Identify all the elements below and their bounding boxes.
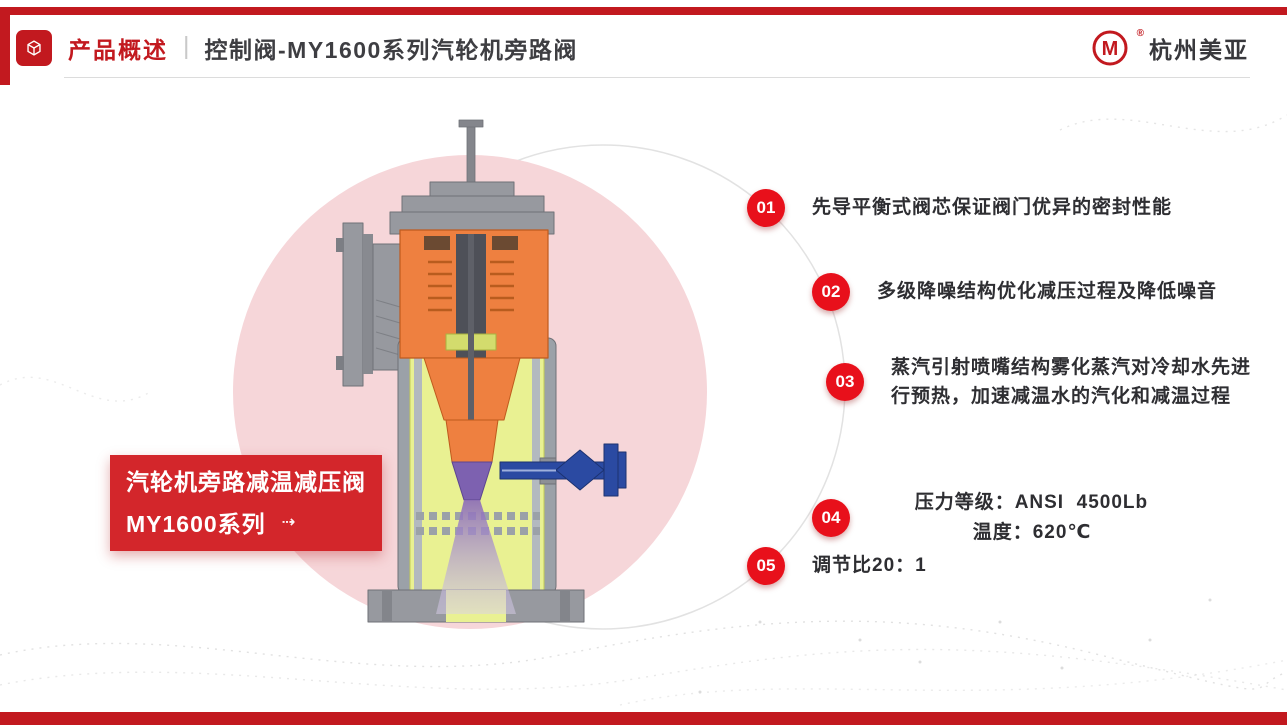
feature-text: 压力等级：ANSI 4500Lb 温度：620℃ bbox=[877, 459, 1148, 577]
brand-name: 杭州美亚 bbox=[1149, 37, 1249, 63]
background-dots bbox=[698, 598, 1212, 694]
product-label-line2: MY1600系列 ⇢ bbox=[126, 505, 366, 539]
product-label-box: 汽轮机旁路减温减压阀 MY1600系列 ⇢ bbox=[110, 455, 382, 551]
left-accent-bar bbox=[0, 7, 10, 85]
page-title: 控制阀-MY1600系列汽轮机旁路阀 bbox=[204, 37, 578, 63]
feature-item-02: 02 多级降噪结构优化减压过程及降低噪音 bbox=[812, 273, 1217, 311]
feature-number-badge: 05 bbox=[747, 547, 785, 585]
feature-item-01: 01 先导平衡式阀芯保证阀门优异的密封性能 bbox=[747, 189, 1172, 227]
header-divider: | bbox=[183, 32, 190, 60]
registered-mark: ® bbox=[1136, 28, 1144, 39]
feature-text: 蒸汽引射喷嘴结构雾化蒸汽对冷却水先进行预热，加速减温水的汽化和减温过程 bbox=[891, 357, 1252, 408]
brand-m-icon: M bbox=[1092, 30, 1128, 66]
feature-number-badge: 04 bbox=[812, 498, 850, 537]
feature-item-05: 05 调节比20：1 bbox=[747, 547, 927, 585]
pink-circle-backdrop bbox=[233, 155, 707, 629]
arrow-right-icon: ⇢ bbox=[281, 513, 297, 531]
header-underline bbox=[64, 77, 1250, 78]
feature-text: 先导平衡式阀芯保证阀门优异的密封性能 bbox=[812, 197, 1173, 219]
feature-number-badge: 02 bbox=[812, 273, 850, 311]
pressure-rating: 压力等级：ANSI 4500Lb bbox=[914, 492, 1149, 514]
feature-item-03: 03 蒸汽引射喷嘴结构雾化蒸汽对冷却水先进行预热，加速减温水的汽化和减温过程 bbox=[826, 353, 1259, 412]
footer-bar bbox=[0, 712, 1287, 725]
product-label-line1: 汽轮机旁路减温减压阀 bbox=[126, 469, 366, 495]
brand-logo: M ® 杭州美亚 bbox=[1088, 26, 1249, 70]
feature-text: 调节比20：1 bbox=[812, 555, 927, 577]
feature-text: 多级降噪结构优化减压过程及降低噪音 bbox=[877, 281, 1218, 303]
temperature-rating: 温度：620℃ bbox=[972, 521, 1092, 543]
top-accent-bar bbox=[10, 7, 1287, 15]
feature-number-badge: 03 bbox=[826, 363, 864, 402]
section-label: 产品概述 bbox=[68, 37, 168, 63]
svg-text:M: M bbox=[1101, 38, 1118, 60]
box-icon bbox=[16, 30, 52, 66]
feature-number-badge: 01 bbox=[747, 189, 785, 227]
product-series: MY1600系列 bbox=[126, 510, 266, 537]
header: 产品概述 | 控制阀-MY1600系列汽轮机旁路阀 M ® 杭州美亚 bbox=[16, 26, 1249, 70]
